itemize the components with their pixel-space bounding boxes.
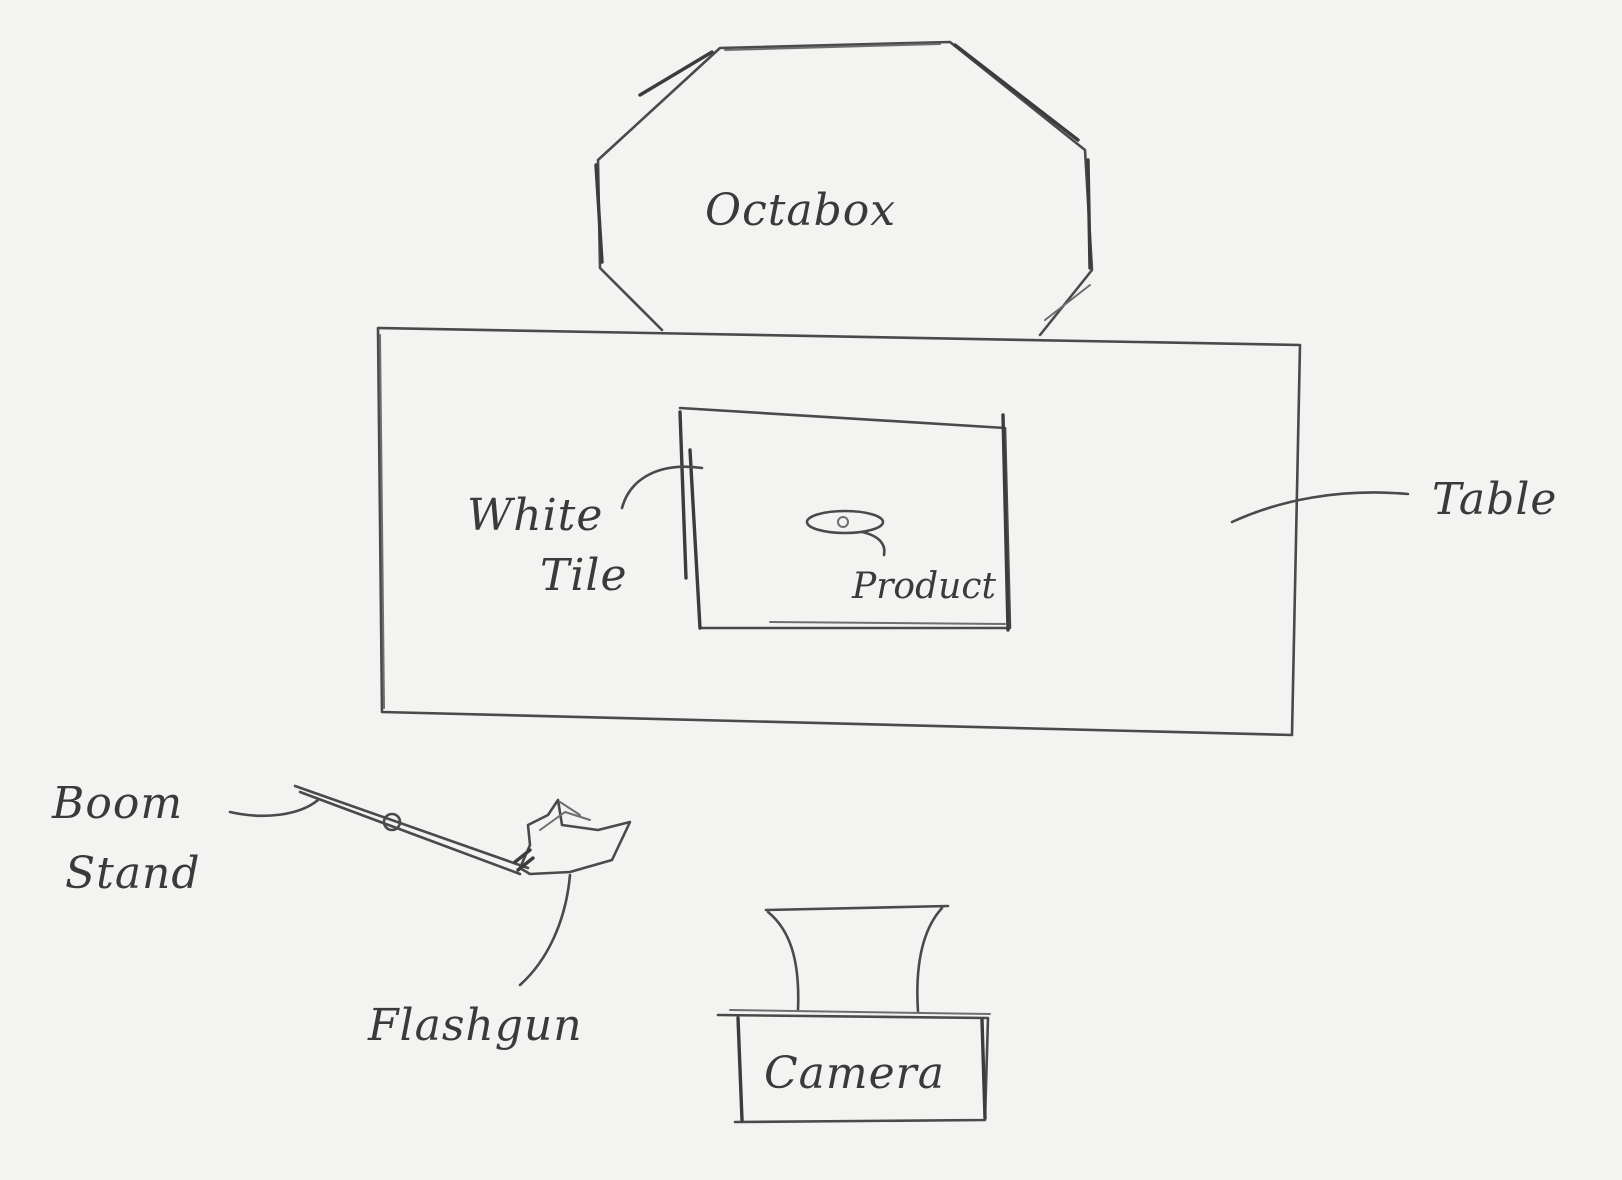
boom-stand-label-leader bbox=[228, 798, 320, 818]
boom-stand-clamp bbox=[382, 812, 402, 832]
octabox-edge-topleft bbox=[638, 50, 714, 97]
flashgun-label-leader bbox=[518, 873, 572, 987]
boom-stand-arm bbox=[293, 784, 530, 876]
flashgun-body bbox=[518, 798, 632, 876]
product-label: Product bbox=[851, 566, 996, 607]
table-label-leader bbox=[1230, 491, 1410, 524]
table: Table bbox=[376, 326, 1557, 737]
boom-stand-label-line1: Boom bbox=[51, 778, 183, 829]
flashgun-label: Flashgun bbox=[367, 1000, 583, 1051]
white-tile-right-edge bbox=[1001, 413, 1010, 632]
table-label: Table bbox=[1432, 474, 1557, 525]
white-tile: White Tile bbox=[467, 406, 1012, 632]
boom-stand-label-line2: Stand bbox=[65, 848, 201, 899]
white-tile-label-line1: White bbox=[467, 490, 603, 541]
product-outline bbox=[805, 509, 885, 535]
camera-body bbox=[716, 1013, 990, 1124]
boom-stand: Boom Stand bbox=[51, 778, 530, 899]
camera: Camera bbox=[716, 904, 991, 1124]
white-tile-outline bbox=[678, 406, 1012, 630]
table-outline bbox=[376, 326, 1302, 737]
camera-body-top-retrace bbox=[729, 1009, 991, 1015]
flashgun: Flashgun bbox=[367, 798, 632, 1051]
camera-lens bbox=[764, 904, 950, 1014]
octabox-edge-extra bbox=[724, 43, 1091, 321]
octabox: Octabox bbox=[594, 40, 1094, 337]
octabox-edge-topright bbox=[953, 43, 1080, 142]
table-edge-retrace bbox=[379, 334, 385, 709]
octabox-edge-right bbox=[1086, 158, 1092, 270]
octabox-edge-left bbox=[594, 163, 604, 264]
product-label-leader bbox=[860, 530, 886, 557]
product-detail bbox=[837, 516, 849, 528]
white-tile-left-edge bbox=[678, 410, 702, 630]
flashgun-mount bbox=[513, 848, 535, 872]
white-tile-label-leader bbox=[620, 465, 704, 510]
flashgun-head-detail bbox=[539, 801, 591, 831]
octabox-label: Octabox bbox=[705, 185, 896, 236]
camera-label: Camera bbox=[764, 1048, 945, 1099]
camera-body-left bbox=[736, 1016, 987, 1122]
white-tile-bottom-retrace bbox=[769, 621, 1006, 625]
product: Product bbox=[805, 509, 996, 607]
white-tile-label-line2: Tile bbox=[540, 550, 628, 601]
